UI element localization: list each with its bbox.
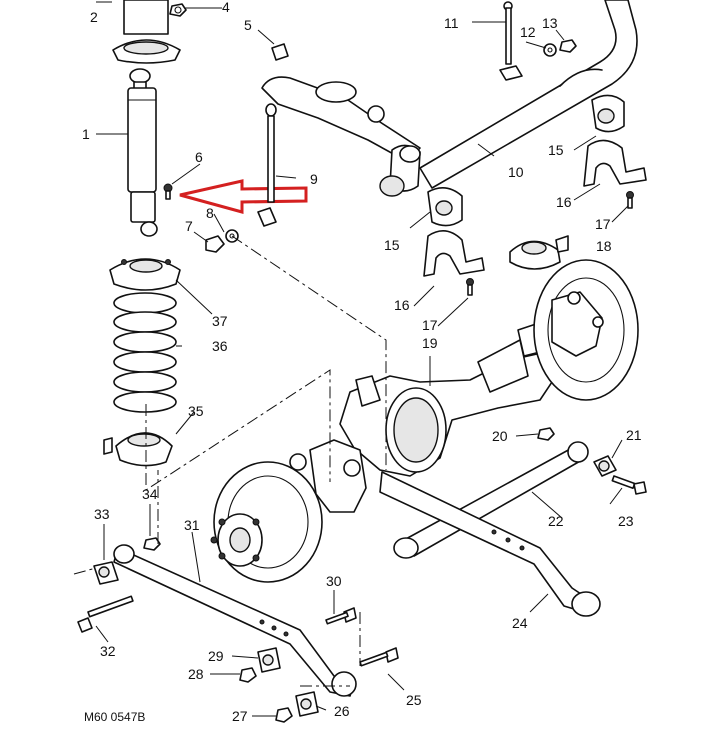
assembly-lines <box>73 235 387 687</box>
upper-a-frame <box>261 76 421 197</box>
callout-20: 20 <box>492 428 508 444</box>
callout-18: 18 <box>596 238 612 254</box>
brake-disc-right <box>533 259 639 401</box>
bushing-5 <box>271 43 289 61</box>
callout-28: 28 <box>188 666 204 682</box>
callout-11: 11 <box>444 15 459 31</box>
callout-32: 32 <box>100 643 116 659</box>
bush-29 <box>257 647 281 673</box>
anti-roll-bar <box>419 0 638 189</box>
bush-clamp-left <box>423 230 485 277</box>
nut-28 <box>239 667 257 683</box>
callout-13: 13 <box>542 15 558 31</box>
callout-16-left: 16 <box>394 297 410 313</box>
trailing-arm-left <box>113 544 357 697</box>
callout-2: 2 <box>90 9 98 25</box>
callout-16-right: 16 <box>556 194 572 210</box>
callout-24: 24 <box>512 615 528 631</box>
bush-clamp-right <box>583 139 647 187</box>
anti-roll-bar-bush-right <box>591 94 625 133</box>
bolt-25 <box>359 647 399 667</box>
nut-27 <box>275 707 293 723</box>
brake-disc-left <box>210 461 323 583</box>
callout-10: 10 <box>508 164 524 180</box>
leader-lines <box>95 1 629 717</box>
callout-8: 8 <box>206 205 214 221</box>
spring-upper-seat <box>109 258 181 291</box>
drop-link <box>499 1 523 81</box>
callout-7: 7 <box>185 218 193 234</box>
bush-21 <box>593 455 617 477</box>
callout-22: 22 <box>548 513 564 529</box>
bush-33 <box>93 561 119 585</box>
radius-arm-right <box>379 471 601 617</box>
callout-27: 27 <box>232 708 248 724</box>
nut-7 <box>205 235 225 253</box>
callout-34: 34 <box>142 486 158 502</box>
callout-6: 6 <box>195 149 203 165</box>
callout-19: 19 <box>422 335 438 351</box>
callout-15-left: 15 <box>384 237 400 253</box>
anti-roll-bar-bush-left <box>427 187 463 227</box>
highlight-arrow <box>179 179 308 214</box>
clamp-bolt-right <box>626 191 634 209</box>
spring-lower-seat <box>103 432 173 467</box>
washer-12 <box>543 43 557 57</box>
bush-26 <box>295 691 319 717</box>
callout-29: 29 <box>208 648 224 664</box>
nut-13 <box>559 39 577 53</box>
callout-30: 30 <box>326 573 342 589</box>
callout-21: 21 <box>626 427 642 443</box>
shock-lower-bolt <box>163 183 173 200</box>
spring-seat-right <box>509 235 569 270</box>
callout-labels: 2 4 5 1 6 9 8 7 11 13 12 10 15 16 17 18 … <box>82 0 642 724</box>
callout-36: 36 <box>212 338 228 354</box>
callout-4: 4 <box>222 0 230 15</box>
callout-15-right: 15 <box>548 142 564 158</box>
callout-31: 31 <box>184 517 200 533</box>
bolt-30 <box>325 607 357 625</box>
callout-23: 23 <box>618 513 634 529</box>
bolt-23 <box>611 475 647 495</box>
upper-mount-nut <box>169 3 187 17</box>
callout-33: 33 <box>94 506 110 522</box>
bolt-32 <box>77 595 134 633</box>
link-rod <box>257 103 277 227</box>
clamp-bolt-left <box>466 278 474 296</box>
callout-17-right: 17 <box>595 216 611 232</box>
axle-casing <box>339 321 557 477</box>
diagram-reference: M60 0547B <box>84 710 145 724</box>
callout-9: 9 <box>310 171 318 187</box>
callout-25: 25 <box>406 692 422 708</box>
callout-12: 12 <box>520 24 536 40</box>
coil-spring <box>113 292 177 413</box>
shock-absorber <box>127 68 158 237</box>
callout-1: 1 <box>82 126 90 142</box>
callout-35: 35 <box>188 403 204 419</box>
nut-34 <box>143 537 161 551</box>
callout-5: 5 <box>244 17 252 33</box>
callout-26: 26 <box>334 703 350 719</box>
nut-20 <box>537 427 555 441</box>
callout-37: 37 <box>212 313 228 329</box>
trailing-arm-right <box>393 441 589 559</box>
hub-carrier-left <box>289 439 367 513</box>
callout-17-left: 17 <box>422 317 438 333</box>
shock-upper-mount <box>112 0 181 64</box>
